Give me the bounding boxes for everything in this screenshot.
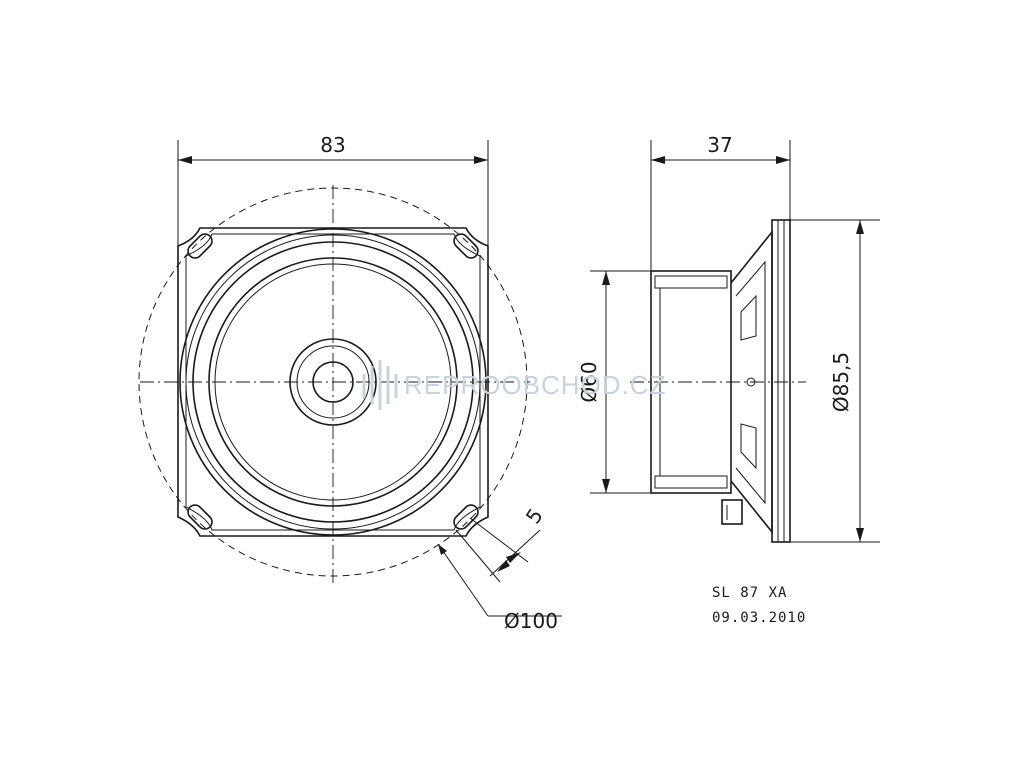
dimension-37: 37 xyxy=(650,133,791,271)
basket-inner xyxy=(735,260,766,505)
date-label: 09.03.2010 xyxy=(712,610,806,626)
watermark-logo-icon xyxy=(362,360,398,410)
dim-magnet-label: Ø60 xyxy=(577,361,601,402)
dimension-100: Ø100 xyxy=(437,543,562,633)
basket-window-top xyxy=(740,294,757,341)
dim-width-label: 83 xyxy=(320,133,345,157)
speaker-frame-inner xyxy=(185,233,481,531)
dim-frame-label: Ø85,5 xyxy=(829,352,853,412)
dimension-60: Ø60 xyxy=(577,270,651,494)
drawing-label: SL 87 XA 09.03.2010 xyxy=(712,585,806,626)
corner-slots xyxy=(187,233,479,530)
mount-slot xyxy=(187,504,213,530)
basket-window-bottom xyxy=(740,423,757,470)
dim-mount-label: Ø100 xyxy=(504,609,558,633)
mount-slot xyxy=(453,233,479,259)
magnet-top-plate xyxy=(654,275,728,289)
dimension-85-5: Ø85,5 xyxy=(790,219,880,543)
dim-slot-label: 5 xyxy=(521,504,548,528)
watermark-text: REPROOBCHOD.CZ xyxy=(404,370,666,400)
model-label: SL 87 XA xyxy=(712,585,787,601)
front-rim xyxy=(771,219,791,543)
front-view: 83 5 Ø100 xyxy=(138,133,562,633)
side-view: 37 Ø60 Ø85,5 xyxy=(577,133,880,543)
mount-slot xyxy=(453,504,479,530)
terminal xyxy=(721,499,743,525)
mount-slot xyxy=(187,233,213,259)
watermark: REPROOBCHOD.CZ xyxy=(362,360,666,410)
dim-depth-label: 37 xyxy=(707,133,732,157)
magnet-bottom-plate xyxy=(654,475,728,489)
dimension-83: 83 xyxy=(177,133,489,246)
dimension-5: 5 xyxy=(455,504,548,583)
speaker-frame xyxy=(177,227,489,537)
